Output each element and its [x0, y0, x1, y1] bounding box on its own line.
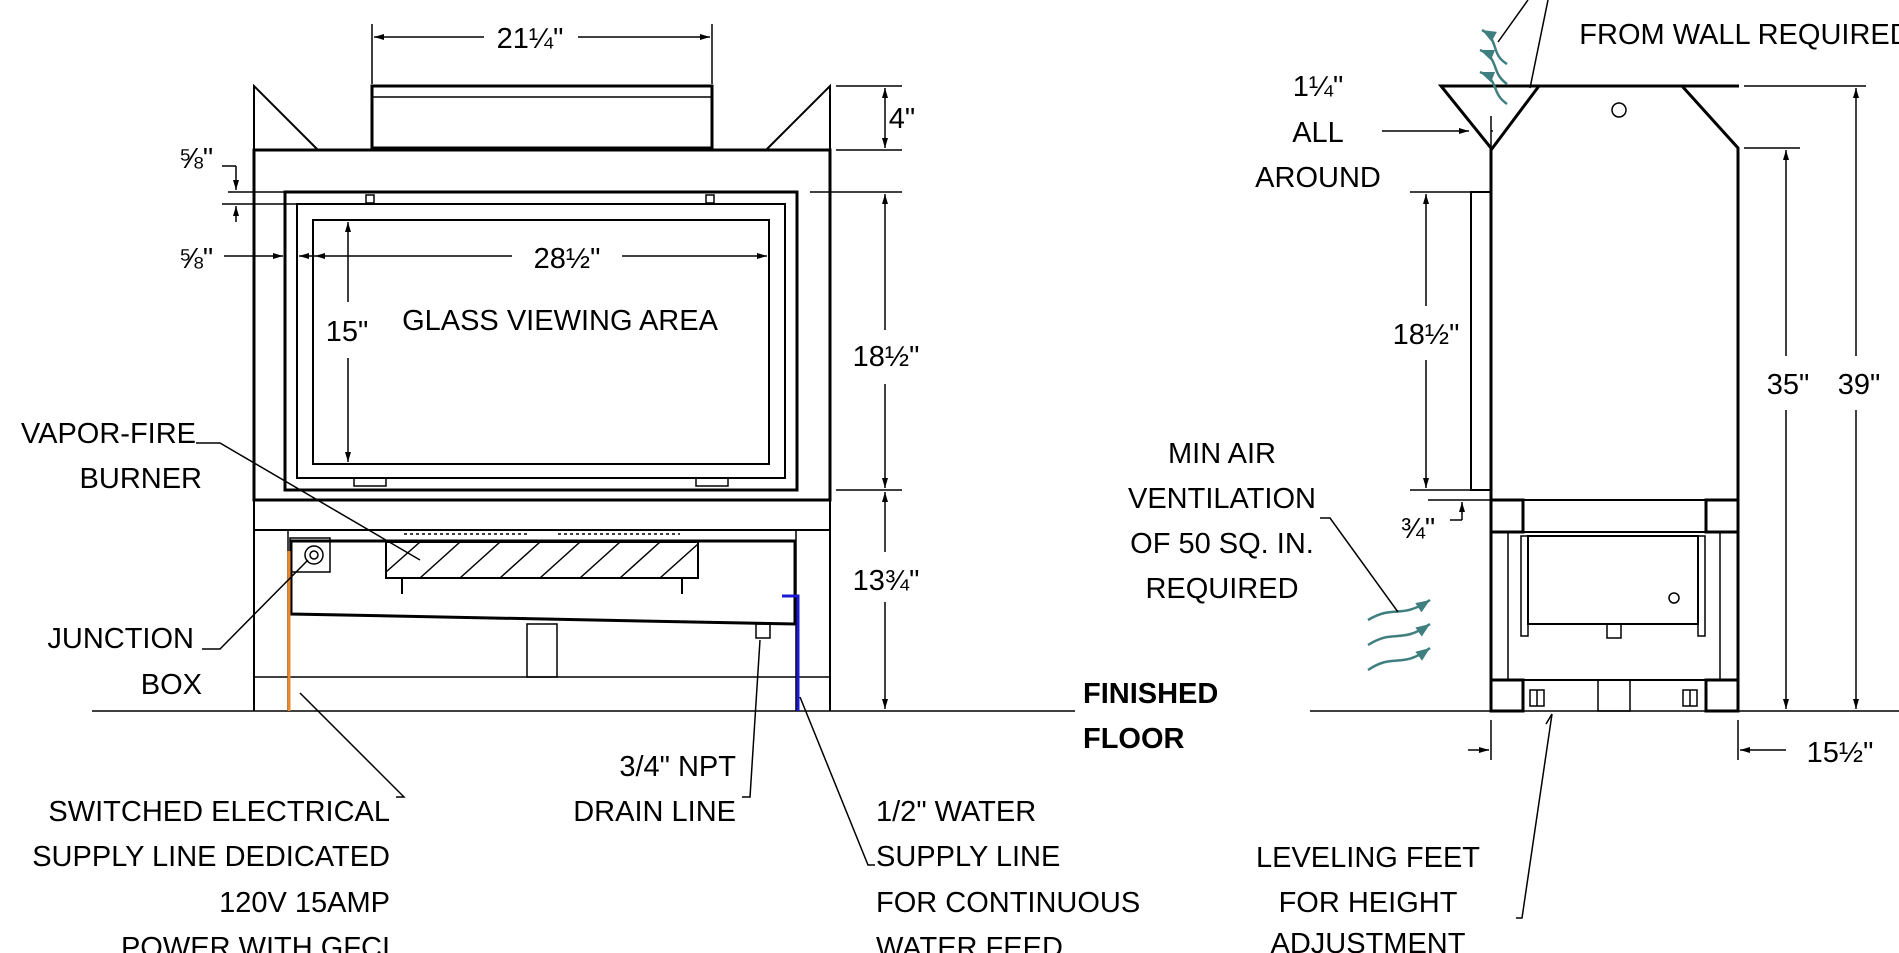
leveling-label-line-3: ADJUSTMENT [1271, 928, 1466, 953]
water-label-line-3: FOR CONTINUOUS [876, 887, 1140, 919]
dim-height-total: 39" [1838, 369, 1881, 401]
burner-hatch [385, 541, 699, 579]
dim-frame-gap-top: ⅝" [179, 143, 213, 175]
leveling-label-line-1: LEVELING FEET [1256, 842, 1480, 874]
junction-label-line-1: JUNCTION [47, 623, 194, 655]
electrical-label-line-1: SWITCHED ELECTRICAL [48, 796, 390, 828]
electrical-label-line-3: 120V 15AMP [219, 887, 390, 919]
front-view [252, 83, 832, 711]
drain-label-line-1: 3/4" NPT [619, 751, 736, 783]
ventilation-label-line-1: MIN AIR [1168, 438, 1276, 470]
dim-top-width: 21¼" [497, 23, 564, 55]
front-leaders [196, 442, 875, 866]
water-label-line-4: WATER FEED [876, 932, 1063, 953]
side-view [1437, 84, 1740, 713]
dim-firebox-height: 18½" [853, 341, 920, 373]
side-dimensions [1382, 85, 1866, 760]
dim-top-height: 4" [889, 103, 915, 135]
airflow-arrows-bottom [1367, 598, 1431, 672]
dim-vent-gap: ¾" [1401, 513, 1435, 545]
dim-glass-height: 15" [326, 316, 369, 348]
finished-floor-label-line-2: FLOOR [1083, 723, 1185, 755]
water-label-line-2: SUPPLY LINE [876, 841, 1060, 873]
dim-frame-gap-side: ⅝" [179, 243, 213, 275]
front-dimensions [222, 24, 902, 709]
front-labels: 21¼" 4" ⅝" ⅝" 28½" 15" GLASS VIEWING ARE… [21, 23, 1218, 953]
dim-base-height: 13¾" [853, 565, 920, 597]
ventilation-label-line-2: VENTILATION [1128, 483, 1316, 515]
electrical-label-line-4: POWER WITH GFCI [121, 932, 390, 953]
airflow-arrows-top [1479, 28, 1508, 106]
all-around-label-line-2: AROUND [1255, 162, 1381, 194]
ventilation-label-line-4: REQUIRED [1145, 573, 1298, 605]
all-around-label-line-1: ALL [1292, 117, 1344, 149]
dim-glass-width: 28½" [534, 243, 601, 275]
ventilation-label-line-3: OF 50 SQ. IN. [1130, 528, 1314, 560]
water-label-line-1: 1/2" WATER [876, 796, 1036, 828]
dim-all-around: 1¼" [1293, 71, 1344, 103]
dim-side-firebox-height: 18½" [1393, 319, 1460, 351]
drain-label-line-2: DRAIN LINE [573, 796, 736, 828]
glass-viewing-area-label: GLASS VIEWING AREA [402, 305, 719, 337]
finished-floor-label-line-1: FINISHED [1083, 678, 1218, 710]
leveling-label-line-2: FOR HEIGHT [1279, 887, 1458, 919]
wall-clearance-label: FROM WALL REQUIRED [1579, 19, 1899, 51]
side-leaders [1320, 0, 1553, 919]
burner-label-line-1: VAPOR-FIRE [21, 418, 196, 450]
dim-depth: 15½" [1807, 737, 1874, 769]
electrical-label-line-2: SUPPLY LINE DEDICATED [32, 841, 390, 873]
burner-label-line-2: BURNER [80, 463, 202, 495]
junction-label-line-2: BOX [141, 669, 202, 701]
dim-height-inner: 35" [1767, 369, 1810, 401]
side-labels: FROM WALL REQUIRED 1¼" ALL AROUND 18½" M… [1128, 19, 1899, 953]
